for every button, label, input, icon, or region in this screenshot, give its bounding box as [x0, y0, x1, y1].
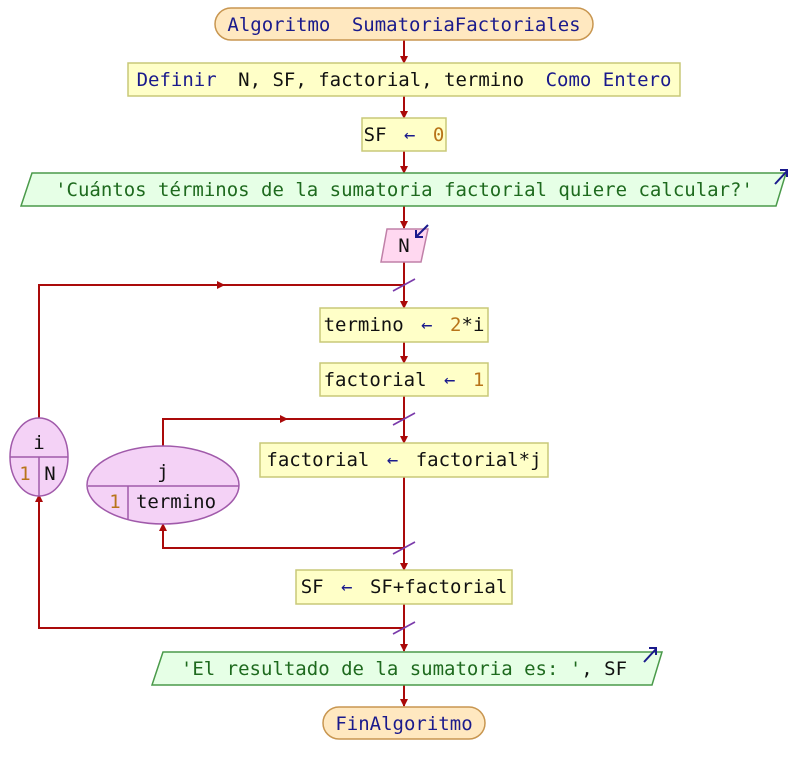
assign-value: 0	[433, 124, 444, 146]
assign-value: 1	[473, 369, 484, 391]
assign-expr: SF+factorial	[370, 576, 507, 598]
assign-factorial-init[interactable]: factorial ← 1	[319, 362, 489, 397]
output-prompt-text: 'Cuántos términos de la sumatoria factor…	[55, 179, 753, 201]
end-terminal[interactable]: FinAlgoritmo	[322, 706, 486, 740]
define-instruction[interactable]: Definir N, SF, factorial, termino Como E…	[127, 62, 681, 97]
assign-arrow-icon: ←	[387, 449, 398, 471]
assign-arrow-icon: ←	[444, 369, 455, 391]
assign-number: 2	[450, 314, 461, 336]
svg-text:termino ← 2*i: termino ← 2*i	[324, 314, 485, 336]
assign-var: factorial	[324, 369, 427, 391]
algorithm-name: SumatoriaFactoriales	[352, 14, 581, 36]
svg-text:factorial ← factor: factorial ← factorial*j	[266, 449, 541, 471]
output-result-text: 'El resultado de la sumatoria es: '	[181, 658, 581, 680]
loop-i-node[interactable]: i 1 N	[9, 417, 69, 497]
assign-expr-rest: *i	[462, 314, 485, 336]
define-type: Como Entero	[546, 69, 672, 91]
assign-termino[interactable]: termino ← 2*i	[319, 307, 489, 343]
input-var: N	[398, 235, 409, 257]
assign-sf-init[interactable]: SF ← 0	[361, 117, 447, 152]
assign-factorial-mult[interactable]: factorial ← factorial*j	[259, 442, 549, 478]
assign-var: termino	[324, 314, 404, 336]
output-result-rest: , SF	[581, 658, 627, 680]
loop-i-end: N	[44, 463, 55, 485]
svg-text:Definir N, SF, factorial: Definir N, SF, factorial, termino Como E…	[137, 69, 672, 91]
start-keyword: Algoritmo	[227, 14, 330, 36]
loop-j-end: termino	[136, 491, 216, 513]
assign-var: SF	[301, 576, 324, 598]
assign-arrow-icon: ←	[341, 576, 352, 598]
svg-text:'El resultado de la sumatoria: 'El resultado de la sumatoria es: ', SF	[181, 658, 627, 680]
output-result[interactable]: 'El resultado de la sumatoria es: ', SF	[150, 647, 664, 686]
loop-j-var: j	[157, 461, 168, 483]
end-label: FinAlgoritmo	[335, 713, 472, 735]
output-arrow-icon	[774, 169, 788, 185]
loop-i-var: i	[33, 432, 44, 454]
output-prompt[interactable]: 'Cuántos términos de la sumatoria factor…	[19, 169, 788, 207]
assign-arrow-icon: ←	[421, 314, 432, 336]
assign-sf-sum[interactable]: SF ← SF+factorial	[295, 569, 513, 605]
svg-text:Algoritmo SumatoriaFacto: Algoritmo SumatoriaFactoriales	[227, 14, 580, 36]
svg-text:SF ← SF+factorial: SF ← SF+factorial	[301, 576, 508, 598]
svg-text:factorial ← 1: factorial ← 1	[324, 369, 485, 391]
loop-j-start: 1	[109, 491, 120, 513]
loop-tick-marks	[392, 278, 416, 635]
assign-expr: factorial*j	[416, 449, 542, 471]
svg-text:SF ← 0: SF ← 0	[364, 124, 445, 146]
input-n[interactable]: N	[380, 224, 429, 263]
loop-j-node[interactable]: j 1 termino	[86, 445, 240, 525]
assign-var: SF	[364, 124, 387, 146]
assign-arrow-icon: ←	[404, 124, 415, 146]
input-arrow-icon	[415, 224, 429, 238]
output-arrow-icon	[643, 647, 657, 663]
assign-var: factorial	[266, 449, 369, 471]
flow-connectors	[35, 40, 408, 707]
define-vars: N, SF, factorial, termino	[238, 69, 524, 91]
define-keyword: Definir	[137, 69, 217, 91]
start-terminal[interactable]: Algoritmo SumatoriaFactoriales	[214, 7, 594, 41]
loop-i-start: 1	[19, 463, 30, 485]
